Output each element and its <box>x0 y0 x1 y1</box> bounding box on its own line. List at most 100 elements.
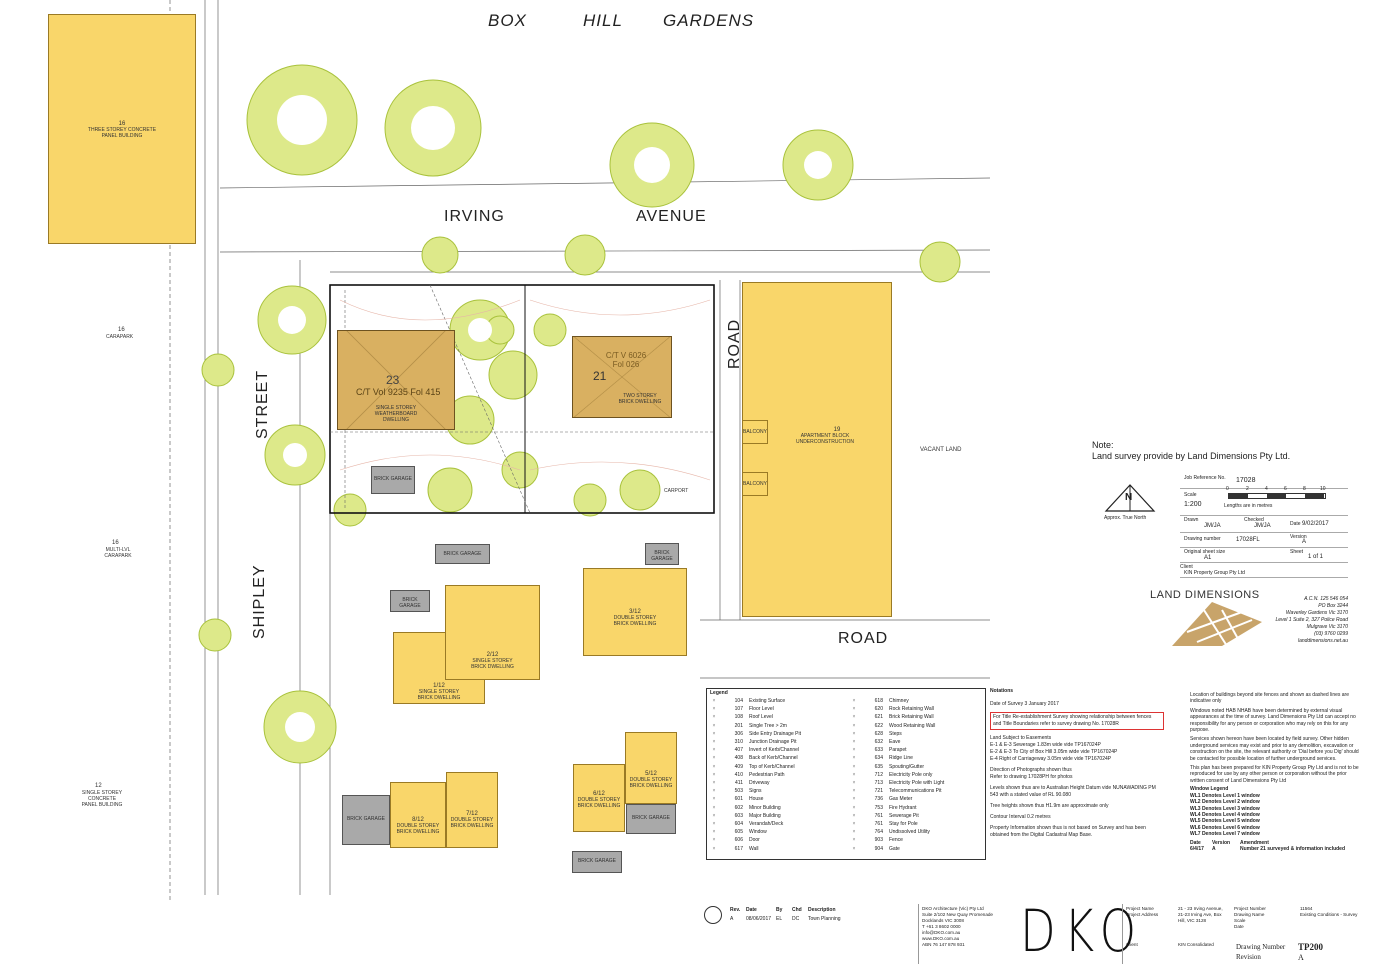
window-legend-2: WL3 Denotes Level 3 window <box>1190 805 1260 812</box>
legend-symbol-icon: × <box>712 845 716 852</box>
tree <box>333 493 367 527</box>
legend-label: Electricity Pole with Light <box>889 780 945 787</box>
easement-2: E-4 Right of Carriageway 3.05m wide vide… <box>990 756 1112 762</box>
scale-tick-10: 10 <box>1320 486 1326 492</box>
lot19-desc: APARTMENT BLOCK UNDERCONSTRUCTION <box>795 433 855 445</box>
surveyor-address: A.C.N. 125 546 054 PO Box 3244 Waverley … <box>1268 596 1348 645</box>
garage-lot23-label: BRICK GARAGE <box>373 476 413 482</box>
legend-code: 634 <box>874 755 883 762</box>
dko-logo: DKO <box>1020 897 1145 965</box>
disclaimer-panel: Location of buildings beyond site fences… <box>1190 692 1360 852</box>
photos-ref: Refer to drawing 17028PH for photos <box>990 774 1073 780</box>
legend-code: 764 <box>874 829 883 836</box>
drawing-name-label: Drawing Name <box>1234 912 1265 917</box>
unit-3-12: 3/12 DOUBLE STOREY BRICK DWELLING <box>583 568 687 656</box>
tree <box>919 241 961 283</box>
header-word-box: BOX <box>488 11 527 30</box>
firm-line-2: T +61 3 8602 0000 <box>922 924 961 929</box>
footer-drawing-number-label: Drawing Number <box>1236 943 1286 951</box>
date-label: Date <box>1290 521 1301 527</box>
legend-code: 310 <box>734 739 743 746</box>
legend-label: Brick Retaining Wall <box>889 714 934 721</box>
legend-code: 411 <box>735 780 743 787</box>
legend-code: 632 <box>874 739 883 746</box>
legend-label: Telecommunications Pit <box>889 788 942 795</box>
garage-u612-label: BRICK GARAGE <box>577 858 617 864</box>
legend-symbol-icon: × <box>712 730 716 737</box>
north-arrow: N Approx. True North <box>1102 483 1158 521</box>
legend-symbol-icon: × <box>712 698 716 704</box>
footer-date-label: Date <box>1234 924 1244 929</box>
surveyor-line-4: Mulgrave Vic 3170 <box>1306 624 1348 630</box>
unit-6-12-number: 6/12 <box>593 791 605 797</box>
date-value: 9/02/2017 <box>1302 521 1329 527</box>
job-ref-label: Job Reference No. <box>1184 475 1226 481</box>
scale-note: Lengths are in metres <box>1224 503 1273 509</box>
header-word-hill: HILL <box>583 11 623 30</box>
legend-code: 108 <box>734 714 743 721</box>
legend-symbol-icon: × <box>852 714 856 721</box>
carport-label: CARPORT <box>664 488 689 494</box>
legend-label: Single Tree > 2m <box>749 722 787 729</box>
project-number-label: Project Number <box>1234 906 1266 911</box>
legend-code: 712 <box>874 771 883 778</box>
legend-label: Driveway <box>749 780 770 787</box>
street-name-upper: STREET <box>254 369 271 439</box>
firm-line-1: Docklands VIC 3008 <box>922 918 964 923</box>
legend-symbol-icon: × <box>712 796 716 803</box>
job-block: Job Reference No. 17028 Scale 1:200 Leng… <box>1180 474 1348 578</box>
revision-table: Rev. Date By Chd Description A 08/06/201… <box>730 906 910 924</box>
legend-symbol-icon: × <box>852 788 856 795</box>
garage-u212: BRICK GARAGE <box>390 590 430 612</box>
footer-revision: A <box>1298 953 1304 962</box>
footer-scale-label: Scale <box>1234 918 1246 923</box>
legend-code: 409 <box>734 763 743 770</box>
legend-code: 408 <box>734 755 743 762</box>
footer-divider-2 <box>1122 904 1123 964</box>
scale-tick-6: 6 <box>1284 486 1287 492</box>
building-lot16-top: 16 THREE STOREY CONCRETE PANEL BUILDING <box>48 14 196 244</box>
street-avenue: AVENUE <box>636 208 707 225</box>
tree <box>573 483 607 517</box>
note-heading: Note: <box>1092 440 1114 450</box>
garage-u512-label: BRICK GARAGE <box>631 815 671 821</box>
amend-text: Number 21 surveyed & information include… <box>1240 845 1346 852</box>
disclaimer-0: Location of buildings beyond site fences… <box>1190 692 1349 705</box>
tree <box>427 467 473 513</box>
lot16-mid-number: 16 <box>118 327 125 333</box>
legend-symbol-icon: × <box>712 739 716 746</box>
client-label: Client <box>1180 564 1193 570</box>
legend-label: Major Building <box>749 812 781 819</box>
unit-8-12-number: 8/12 <box>412 817 424 823</box>
project-number: 11564 <box>1300 906 1313 911</box>
lot16-low-desc: MULTI-LVL CARAPARK <box>104 547 132 559</box>
surveyor-line-5: (03) 9760 0299 <box>1314 631 1348 637</box>
legend-symbol-icon: × <box>852 698 856 704</box>
scale-tick-0: 0 <box>1226 486 1229 492</box>
legend-label: Fence <box>889 837 903 844</box>
surveyor-line-2: Waverley Gardens Vic 3170 <box>1285 610 1348 616</box>
legend-symbol-icon: × <box>852 845 856 852</box>
amend-h-date: Date <box>1190 839 1201 846</box>
legend-label: Eave <box>889 739 901 746</box>
lot16-top-number: 16 <box>118 121 126 127</box>
rev-desc: Town Planning <box>808 916 841 922</box>
legend-symbol-icon: × <box>712 755 716 762</box>
legend-code: 721 <box>874 788 883 795</box>
